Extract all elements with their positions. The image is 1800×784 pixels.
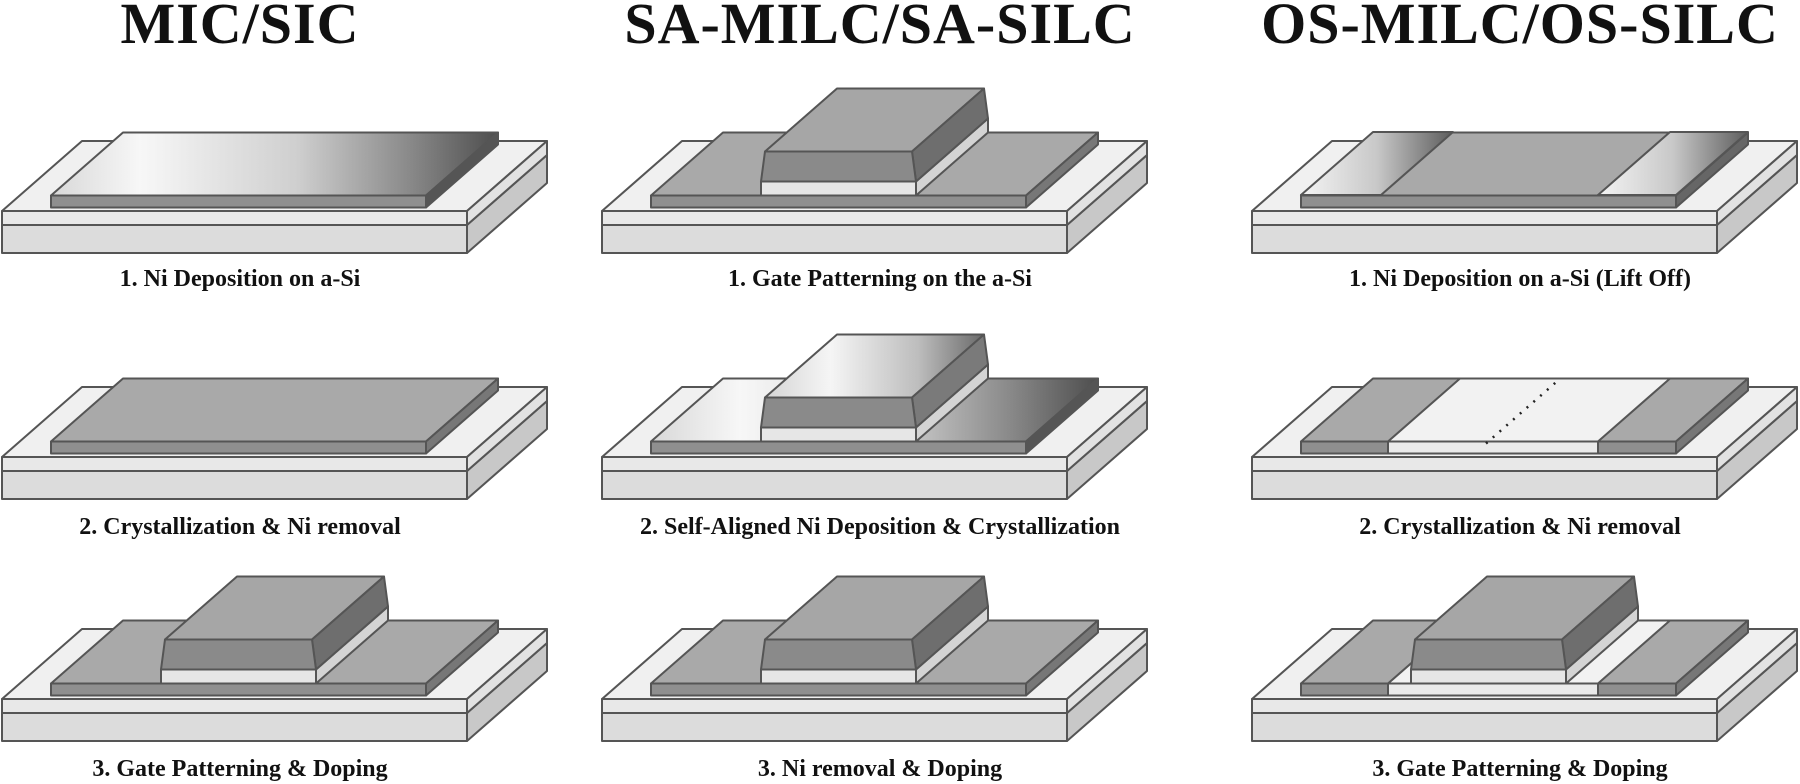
buffer-layer-front <box>1251 456 1718 472</box>
buffer-layer-front <box>1 210 468 226</box>
milc-channel-front <box>1387 682 1599 697</box>
buffer-layer-front <box>601 210 1068 226</box>
substrate-front <box>1251 712 1718 742</box>
gate-electrode-front <box>1410 638 1567 671</box>
caption-mic-step-2: 2. Crystallization & Ni removal <box>79 514 401 540</box>
caption-sa-step-2: 2. Self-Aligned Ni Deposition & Crystall… <box>640 514 1120 540</box>
gate-oxide-front <box>160 668 317 685</box>
milc-channel-front <box>1387 440 1599 455</box>
substrate-front <box>1251 470 1718 500</box>
gate-oxide-front <box>760 668 917 685</box>
buffer-layer-front <box>1 698 468 714</box>
substrate-front <box>1 712 468 742</box>
device-panel-3 <box>1 575 548 742</box>
substrate-front <box>1 224 468 254</box>
ni-strip-left-front <box>1300 194 1382 197</box>
device-panel-9 <box>1251 575 1798 742</box>
a-si-film-front <box>650 194 1027 209</box>
gate-oxide-front <box>760 180 917 197</box>
column-title-sa-milc: SA-MILC/SA-SILC <box>624 0 1136 56</box>
device-panel-6 <box>601 575 1148 742</box>
device-panel-5 <box>601 333 1148 500</box>
device-panel-8 <box>1251 377 1798 500</box>
device-panel-1 <box>1 131 548 254</box>
gate-electrode-front <box>760 396 917 429</box>
substrate-front <box>1 470 468 500</box>
buffer-layer-front <box>1 456 468 472</box>
caption-os-step-3: 3. Gate Patterning & Doping <box>1372 756 1668 782</box>
poly-si-film-top <box>50 377 499 443</box>
gate-electrode-front <box>760 638 917 671</box>
caption-os-step-1: 1. Ni Deposition on a-Si (Lift Off) <box>1349 266 1691 292</box>
device-panel-2 <box>1 377 548 500</box>
device-panel-7 <box>1251 131 1798 254</box>
substrate-front <box>601 712 1068 742</box>
column-title-os-milc: OS-MILC/OS-SILC <box>1261 0 1779 56</box>
poly-si-film-front <box>50 682 427 697</box>
substrate-front <box>1251 224 1718 254</box>
a-si-film-front <box>1300 194 1677 209</box>
buffer-layer-front <box>601 456 1068 472</box>
a-si-film-front <box>50 194 427 209</box>
column-title-mic-sic: MIC/SIC <box>120 0 360 56</box>
poly-si-film-front <box>50 440 427 455</box>
caption-sa-step-1: 1. Gate Patterning on the a-Si <box>728 266 1032 292</box>
gate-oxide-front <box>760 426 917 443</box>
substrate-front <box>601 470 1068 500</box>
a-si-film-front <box>650 440 1027 455</box>
buffer-layer-front <box>1251 210 1718 226</box>
caption-sa-step-3: 3. Ni removal & Doping <box>757 756 1003 782</box>
poly-si-film-front <box>650 682 1027 697</box>
gate-oxide-front <box>1410 668 1567 685</box>
buffer-layer-front <box>601 698 1068 714</box>
substrate-front <box>601 224 1068 254</box>
device-panel-4 <box>601 87 1148 254</box>
gate-electrode-front <box>760 150 917 183</box>
caption-mic-step-1: 1. Ni Deposition on a-Si <box>119 266 361 292</box>
buffer-layer-front <box>1251 698 1718 714</box>
caption-os-step-2: 2. Crystallization & Ni removal <box>1359 514 1681 540</box>
a-si-film-top <box>50 131 499 197</box>
ni-strip-right-front <box>1597 194 1677 197</box>
caption-mic-step-3: 3. Gate Patterning & Doping <box>92 756 388 782</box>
gate-electrode-front <box>160 638 317 671</box>
